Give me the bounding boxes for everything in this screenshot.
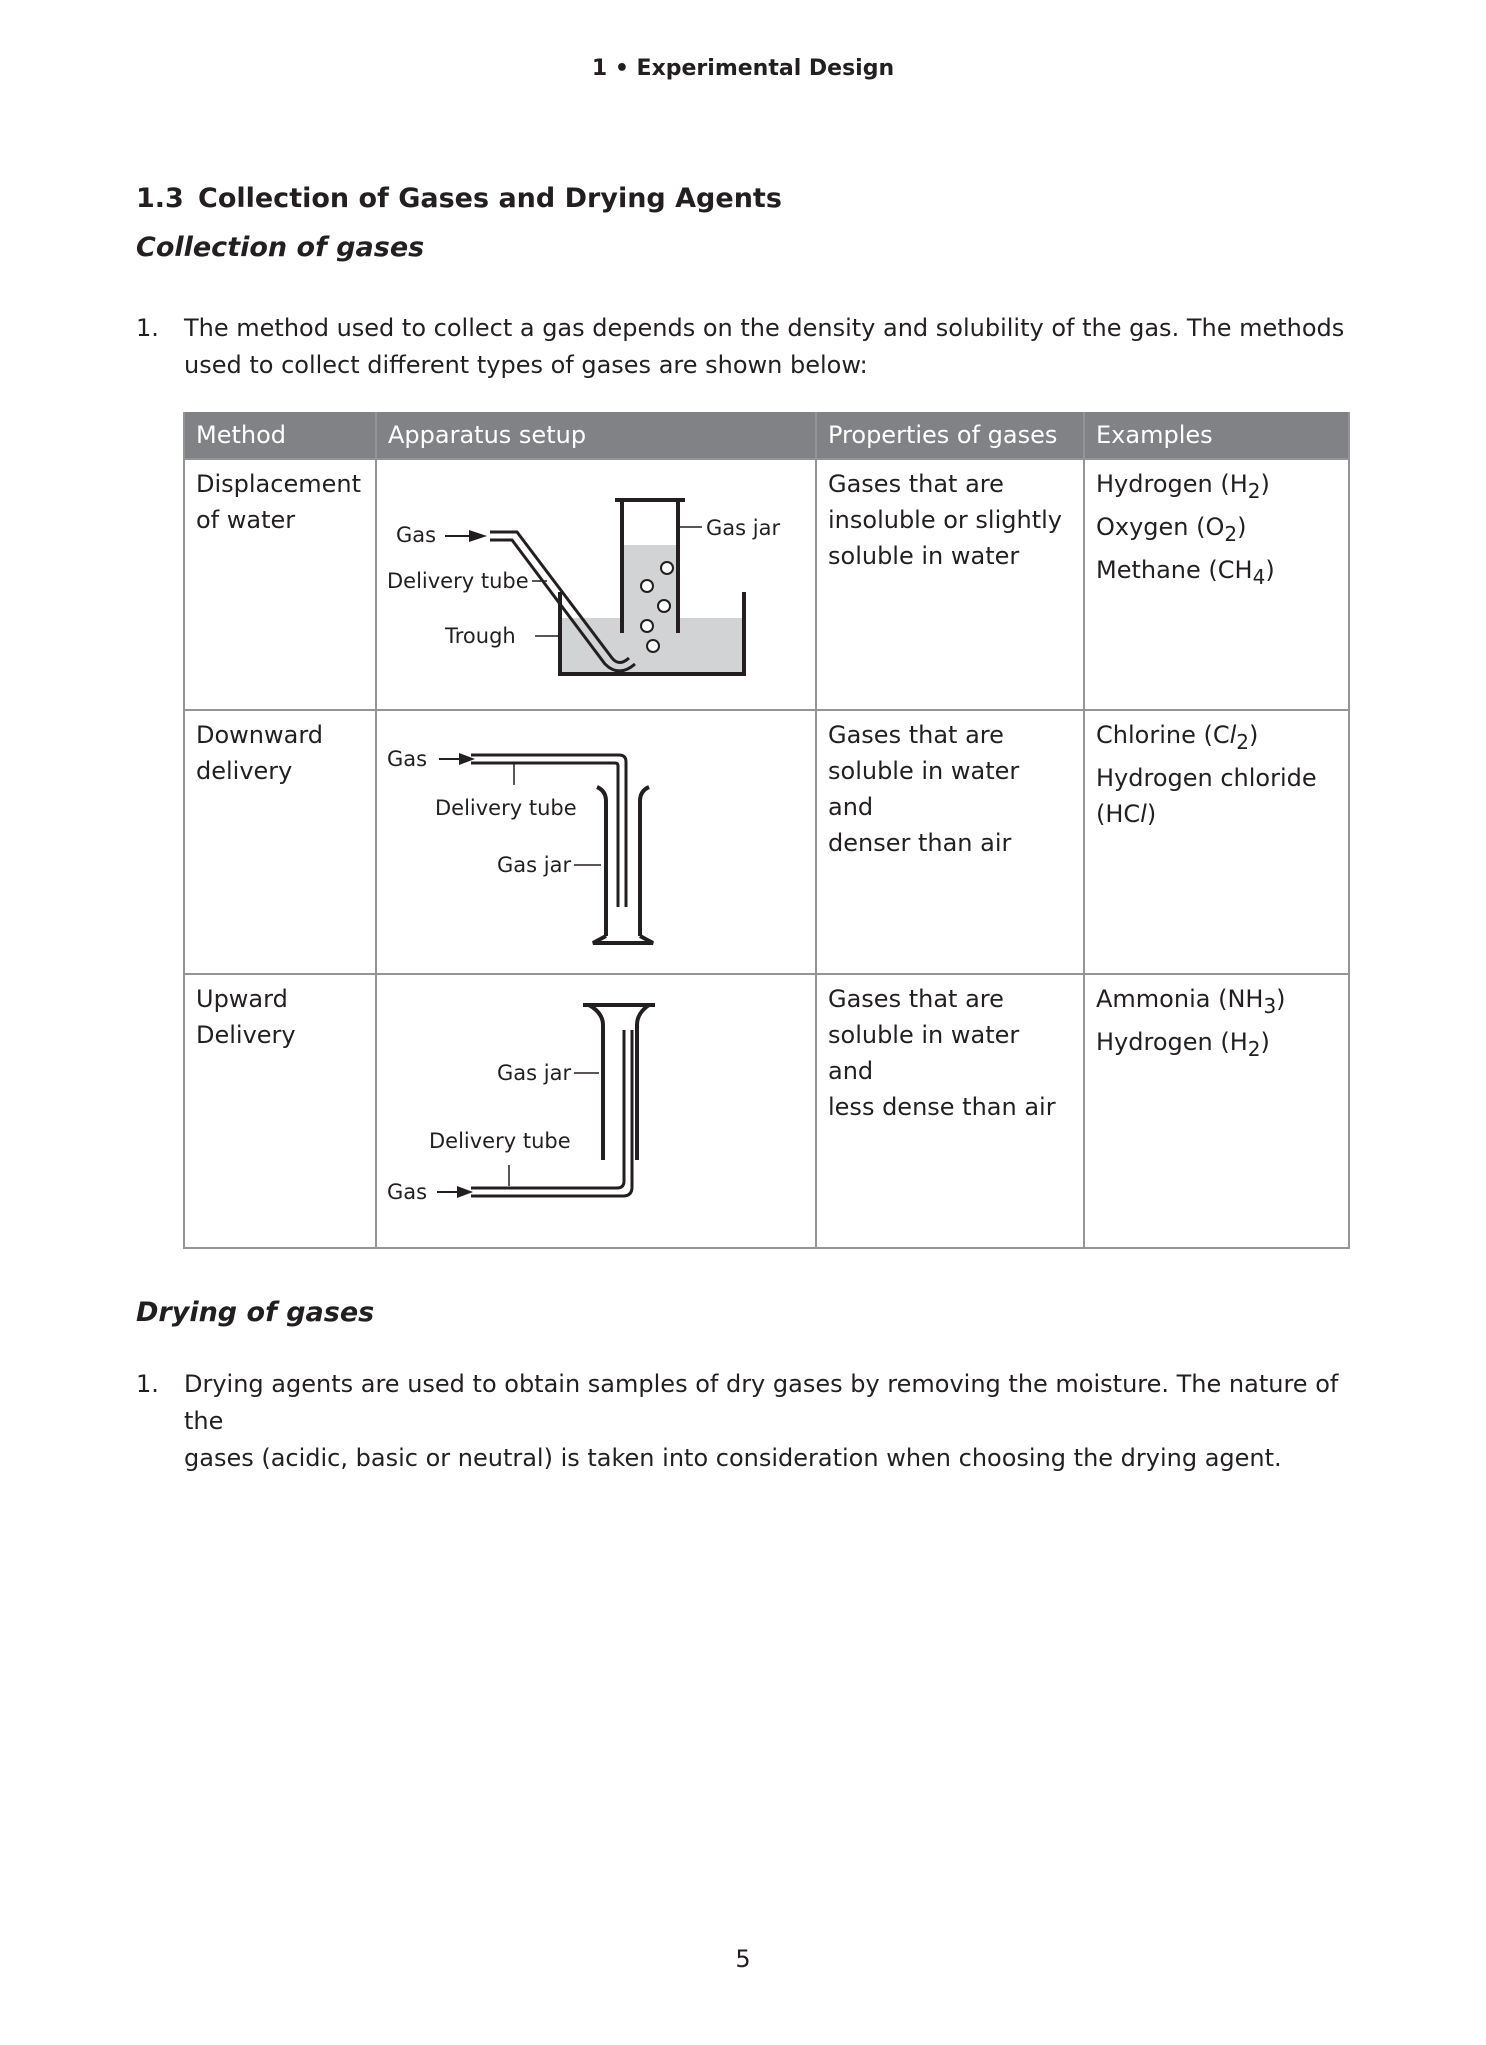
examples-cell: Chlorine (Cl2) Hydrogen chloride (HCl): [1083, 709, 1350, 975]
bubble: [640, 619, 654, 633]
bubble: [657, 599, 671, 613]
method-line: Delivery: [196, 1021, 296, 1049]
example-hydrogen-chloride-formula: (HCl): [1096, 799, 1157, 828]
label-gas: Gas: [396, 523, 436, 547]
delivery-tube: [471, 1030, 626, 1190]
gas-jar: [587, 1003, 605, 1160]
page-number: 5: [735, 1945, 751, 1973]
collection-heading: Collection of gases: [136, 232, 425, 263]
examples-cell: Ammonia (NH3) Hydrogen (H2): [1083, 973, 1350, 1249]
properties-line: less dense than air: [828, 1093, 1056, 1121]
example-hydrogen-chloride: Hydrogen chloride: [1096, 763, 1317, 792]
gas-jar: [620, 500, 680, 633]
method-line: Displacement: [196, 470, 361, 498]
table-row: Downward delivery: [183, 709, 1350, 975]
apparatus-cell: Gas jar Delivery tube Gas: [375, 973, 817, 1249]
method-line: Upward: [196, 985, 288, 1013]
method-line: delivery: [196, 757, 293, 785]
method-cell: Downward delivery: [183, 709, 377, 975]
collection-item-1: 1. The method used to collect a gas depe…: [136, 310, 1356, 384]
label-gas: Gas: [387, 1180, 427, 1204]
example-hydrogen: Hydrogen (H2): [1096, 1027, 1270, 1061]
properties-cell: Gases that are insoluble or slightly sol…: [815, 458, 1085, 711]
delivery-tube: [490, 530, 631, 664]
method-line: of water: [196, 506, 296, 534]
label-delivery-tube: Delivery tube: [435, 796, 577, 820]
method-cell: Upward Delivery: [183, 973, 377, 1249]
method-line: Downward: [196, 721, 324, 749]
method-cell: Displacement of water: [183, 458, 377, 711]
properties-cell: Gases that are soluble in water and dens…: [815, 709, 1085, 975]
properties-line: soluble in water and: [828, 1021, 1020, 1085]
bubble: [640, 579, 654, 593]
properties-line: Gases that are: [828, 721, 1004, 749]
table-row: Displacement of water: [183, 458, 1350, 711]
drying-item-number: 1.: [136, 1370, 159, 1398]
example-ammonia: Ammonia (NH3): [1096, 985, 1286, 1018]
label-gas-jar: Gas jar: [497, 1061, 571, 1085]
label-gas-jar: Gas jar: [706, 516, 780, 540]
example-hydrogen: Hydrogen (H2): [1096, 470, 1270, 503]
upward-delivery-diagram: Gas jar Delivery tube Gas: [387, 1003, 655, 1204]
header-examples: Examples: [1083, 412, 1350, 459]
header-apparatus: Apparatus setup: [375, 412, 817, 459]
label-delivery-tube: Delivery tube: [387, 569, 529, 593]
label-delivery-tube: Delivery tube: [429, 1129, 571, 1153]
properties-line: soluble in water: [828, 542, 1020, 570]
apparatus-cell: Gas Gas jar Delivery tube Trough: [375, 458, 817, 711]
downward-delivery-diagram: Gas Delivery tube Gas jar: [387, 747, 654, 945]
table-row: Upward Delivery: [183, 973, 1350, 1249]
examples-cell: Hydrogen (H2) Oxygen (O2) Methane (CH4): [1083, 458, 1350, 711]
example-oxygen: Oxygen (O2): [1096, 512, 1247, 546]
header-method: Method: [183, 412, 377, 459]
running-head: 1 • Experimental Design: [591, 56, 895, 81]
arrow-head-icon: [457, 1186, 473, 1198]
apparatus-cell: Gas Delivery tube Gas jar: [375, 709, 817, 975]
drying-item-1: 1. Drying agents are used to obtain samp…: [136, 1366, 1356, 1477]
example-methane: Methane (CH4): [1096, 555, 1275, 589]
delivery-tube: [471, 753, 628, 907]
bubble: [646, 639, 660, 653]
collection-line-2: used to collect different types of gases…: [184, 351, 868, 379]
properties-line: denser than air: [828, 829, 1012, 857]
properties-line: Gases that are: [828, 985, 1004, 1013]
properties-line: insoluble or slightly: [828, 506, 1062, 534]
gas-jar: [596, 785, 608, 936]
drying-heading: Drying of gases: [136, 1297, 375, 1328]
arrow-head-icon: [459, 753, 475, 765]
section-number: 1.3: [136, 183, 184, 214]
drying-line-1: Drying agents are used to obtain samples…: [184, 1370, 1339, 1435]
label-trough: Trough: [444, 624, 516, 648]
label-gas: Gas: [387, 747, 427, 771]
arrow-head-icon: [469, 530, 487, 542]
trough: [558, 592, 746, 676]
section-title: Collection of Gases and Drying Agents: [198, 183, 782, 214]
drying-line-2: gases (acidic, basic or neutral) is take…: [184, 1444, 1282, 1472]
example-chlorine: Chlorine (Cl2): [1096, 721, 1259, 754]
header-properties: Properties of gases: [815, 412, 1085, 459]
properties-cell: Gases that are soluble in water and less…: [815, 973, 1085, 1249]
bubble: [660, 561, 674, 575]
table-header-row: Method Apparatus setup Properties of gas…: [183, 412, 1350, 459]
collection-item-number: 1.: [136, 314, 159, 342]
gas-jar-base: [592, 934, 654, 945]
properties-line: Gases that are: [828, 470, 1004, 498]
label-gas-jar: Gas jar: [497, 853, 571, 877]
gas-collection-table: Method Apparatus setup Properties of gas…: [183, 412, 1350, 1249]
properties-line: soluble in water and: [828, 757, 1020, 821]
section-heading: 1.3 Collection of Gases and Drying Agents: [136, 183, 782, 214]
displacement-of-water-diagram: Gas Gas jar Delivery tube Trough: [387, 498, 780, 676]
collection-line-1: The method used to collect a gas depends…: [184, 314, 1345, 342]
